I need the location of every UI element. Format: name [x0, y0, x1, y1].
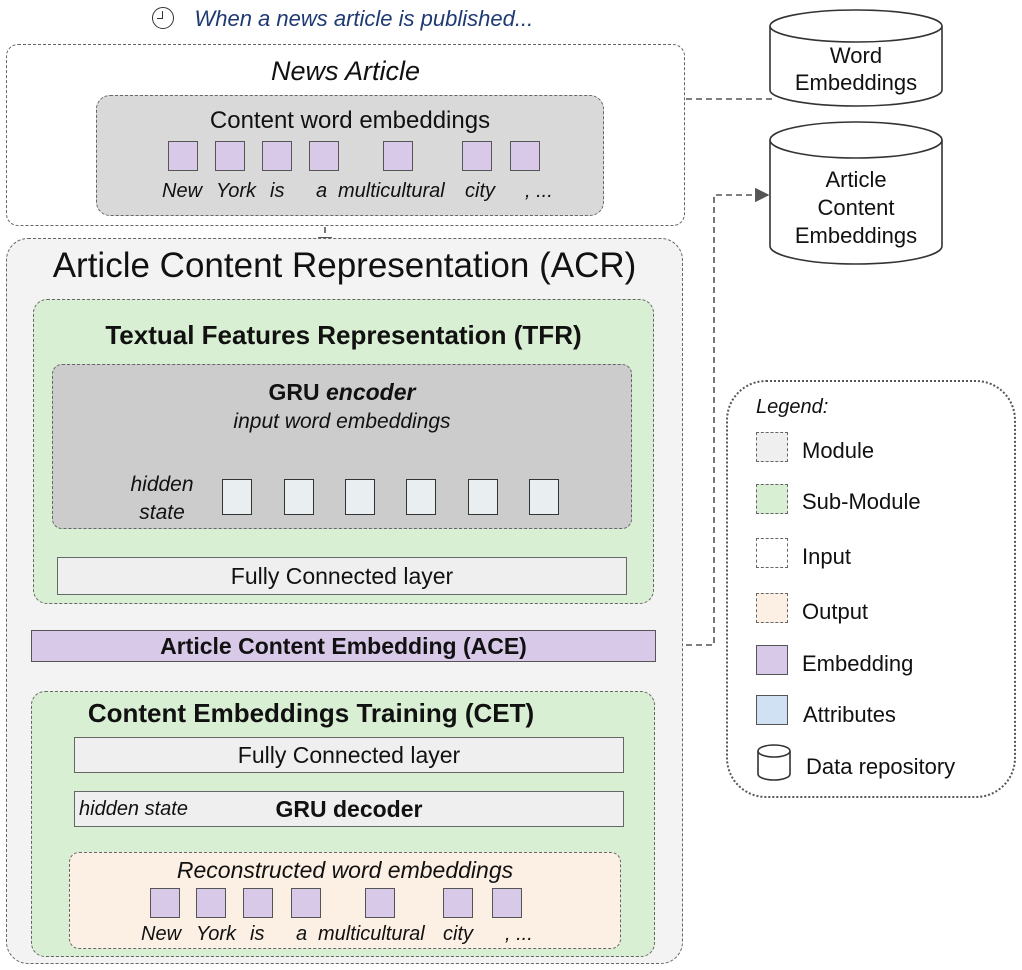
- gru-cell: [529, 479, 559, 515]
- cet-fc-label: Fully Connected layer: [237, 742, 461, 768]
- legend-swatch-input: [756, 538, 788, 568]
- gru-cell: [284, 479, 314, 515]
- ace-bar: [31, 630, 656, 662]
- legend-label-embedding: Embedding: [802, 651, 914, 676]
- gru-decoder-box: [74, 791, 624, 827]
- legend-swatch-module: [756, 432, 788, 462]
- word-label: New: [162, 180, 203, 202]
- decoder-hidden-state-label: hidden state: [79, 798, 188, 820]
- legend-box: [726, 380, 1016, 798]
- word-label: , ...: [505, 923, 533, 945]
- content-word-embeddings-title: Content word embeddings: [209, 107, 491, 134]
- legend-label-submodule: Sub-Module: [802, 489, 921, 514]
- tfr-fc-layer: [57, 557, 627, 595]
- gru-cell: [468, 479, 498, 515]
- arrow-ace-to-repo: [656, 187, 770, 646]
- legend-swatch-attributes: [756, 695, 788, 725]
- embedding-square: [168, 141, 198, 171]
- gru-cell: [222, 479, 252, 515]
- legend-swatch-output: [756, 593, 788, 623]
- gru-cell: [406, 479, 436, 515]
- word-label: is: [250, 923, 265, 945]
- embedding-square: [443, 888, 473, 918]
- embedding-square: [262, 141, 292, 171]
- header-caption: When a news article is published...: [152, 6, 533, 34]
- word-label: , ...: [525, 180, 553, 202]
- embedding-square: [243, 888, 273, 918]
- embedding-square: [492, 888, 522, 918]
- embedding-square: [383, 141, 413, 171]
- legend-label-output: Output: [802, 599, 869, 624]
- ace-label: Article Content Embedding (ACE): [160, 633, 527, 659]
- gru-decoder-label: GRU decoder: [275, 796, 423, 822]
- gru-cell: [345, 479, 375, 515]
- word-label: York: [196, 923, 237, 945]
- tfr-fc-label: Fully Connected layer: [230, 563, 454, 589]
- word-label: multicultural: [318, 923, 425, 945]
- tfr-title: Textual Features Representation (TFR): [105, 320, 582, 350]
- embedding-square: [196, 888, 226, 918]
- embedding-square: [291, 888, 321, 918]
- legend-swatch-submodule: [756, 484, 788, 514]
- legend-title: Legend:: [756, 396, 829, 418]
- embedding-square: [215, 141, 245, 171]
- legend-label-data-repository: Data repository: [806, 754, 956, 779]
- word-label: a: [316, 180, 328, 202]
- gru-input-label: input word embeddings: [233, 410, 451, 433]
- word-label: a: [296, 923, 308, 945]
- cet-title: Content Embeddings Training (CET): [87, 698, 535, 728]
- legend-label-module: Module: [802, 438, 875, 463]
- embedding-square: [462, 141, 492, 171]
- word-label: is: [270, 180, 285, 202]
- word-label: York: [216, 180, 257, 202]
- gru-encoder-title: GRU encoder: [268, 379, 416, 405]
- word-embeddings-label: Word Embeddings: [794, 43, 918, 95]
- embedding-square: [309, 141, 339, 171]
- word-label: multicultural: [338, 180, 445, 202]
- word-label: city: [465, 180, 495, 202]
- article-content-embeddings-label: Article Content Embeddings: [794, 167, 918, 248]
- legend-label-attributes: Attributes: [803, 702, 896, 727]
- reconstructed-title: Reconstructed word embeddings: [176, 857, 514, 883]
- embedding-square: [510, 141, 540, 171]
- clock-icon: [152, 7, 174, 29]
- caption-text: When a news article is published...: [194, 6, 534, 31]
- news-article-title: News Article: [270, 56, 421, 86]
- word-label: city: [443, 923, 473, 945]
- acr-title: Article Content Representation (ACR): [52, 246, 637, 285]
- legend-swatch-embedding: [756, 645, 788, 675]
- embedding-square: [150, 888, 180, 918]
- word-label: New: [141, 923, 182, 945]
- embedding-square: [365, 888, 395, 918]
- legend-label-input: Input: [802, 544, 851, 569]
- cet-fc-layer: [74, 737, 624, 773]
- gru-hidden-label: hidden state: [130, 473, 194, 524]
